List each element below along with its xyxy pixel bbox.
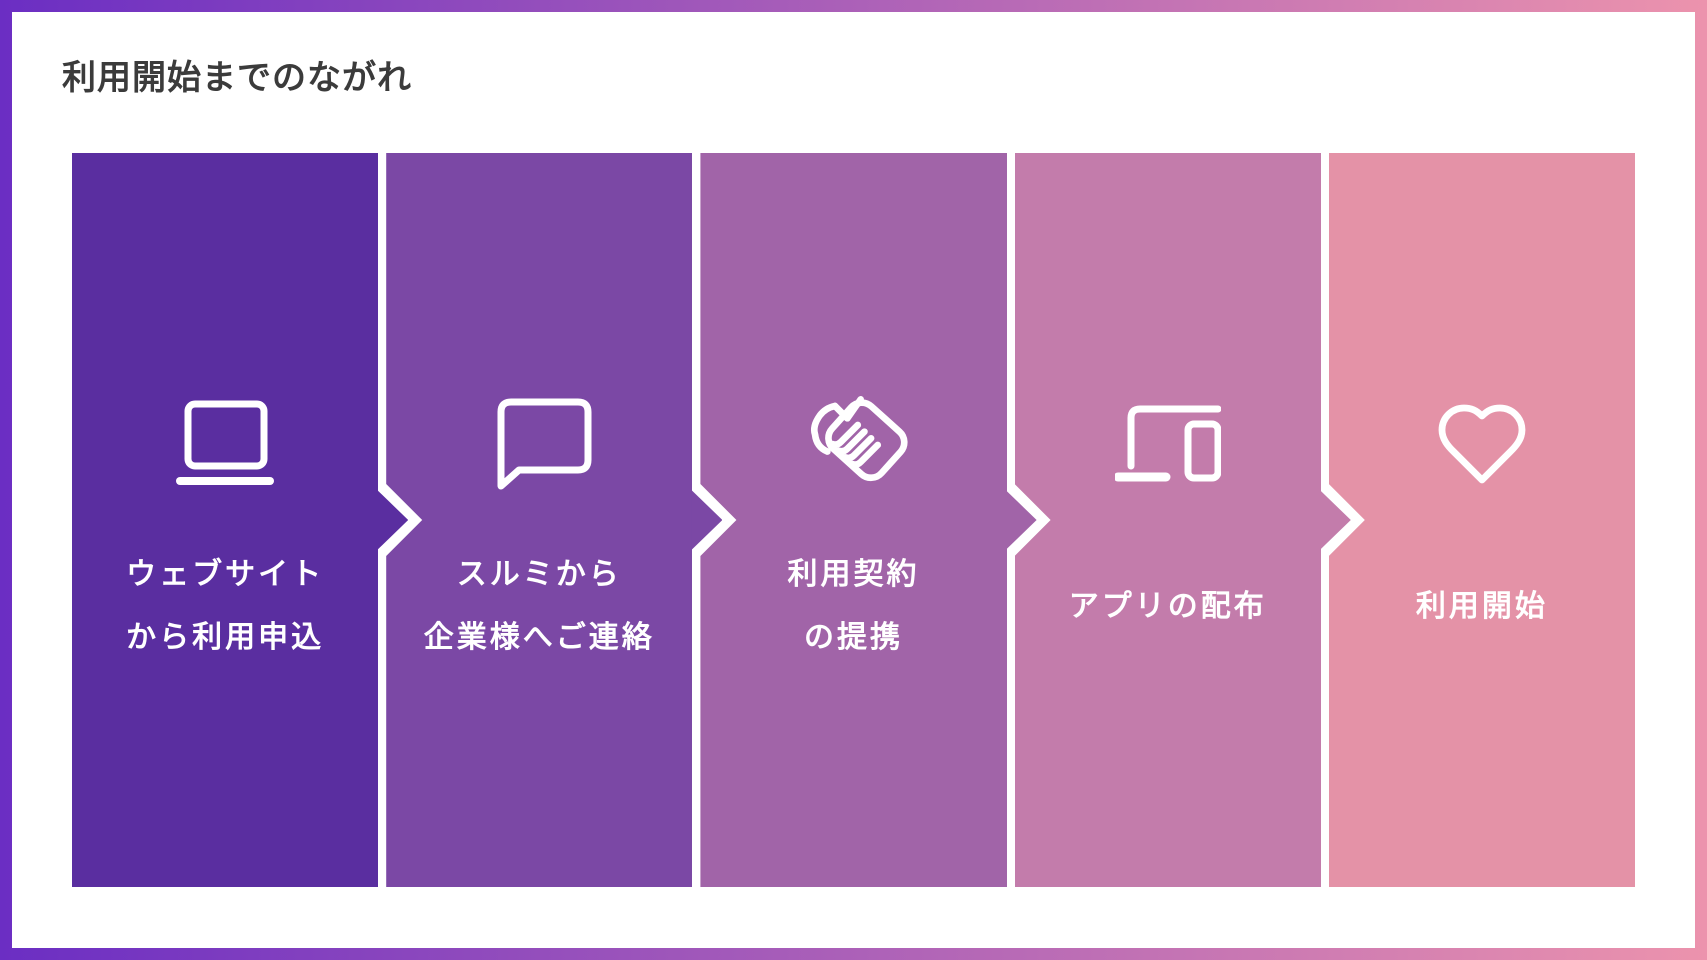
step-content: アプリの配布 [1015,153,1321,887]
step-content: 利用契約 の提携 [700,153,1006,887]
heart-icon [1434,389,1530,499]
step-panel-3: 利用契約 の提携 [700,153,1006,887]
step-panel-2: スルミから 企業様へご連絡 [386,153,692,887]
flow-steps: ウェブサイト から利用申込 スルミから 企業様へご連絡 [72,153,1635,887]
page-title: 利用開始までのながれ [62,59,412,97]
step-label-line: 利用契約 [787,558,920,591]
step-label-line: スルミから [456,558,622,591]
laptop-icon [176,389,275,499]
step-panel-5: 利用開始 [1329,153,1635,887]
step-label: アプリの配布 [1069,543,1267,669]
step-label-line: ウェブサイト [126,558,325,591]
content-area: 利用開始までのながれ ウェブサイト から利用申込 [12,12,1695,948]
step-label-line: の提携 [804,621,903,654]
handshake-icon [797,389,911,499]
step-label: スルミから 企業様へご連絡 [424,543,655,669]
step-content: スルミから 企業様へご連絡 [386,153,692,887]
devices-icon [1115,389,1221,499]
step-label: ウェブサイト から利用申込 [126,543,324,669]
step-content: ウェブサイト から利用申込 [72,153,378,887]
step-label: 利用契約 の提携 [788,543,920,669]
step-panel-4: アプリの配布 [1015,153,1321,887]
step-panel-1: ウェブサイト から利用申込 [72,153,409,887]
speech-bubble-icon [487,389,592,499]
step-label-line: アプリの配布 [1068,589,1267,623]
step-label-line: 企業様へご連絡 [423,621,655,654]
step-label-line: 利用開始 [1415,589,1548,623]
step-label: 利用開始 [1416,543,1548,669]
step-content: 利用開始 [1329,153,1635,887]
step-label-line: から利用申込 [126,621,325,654]
